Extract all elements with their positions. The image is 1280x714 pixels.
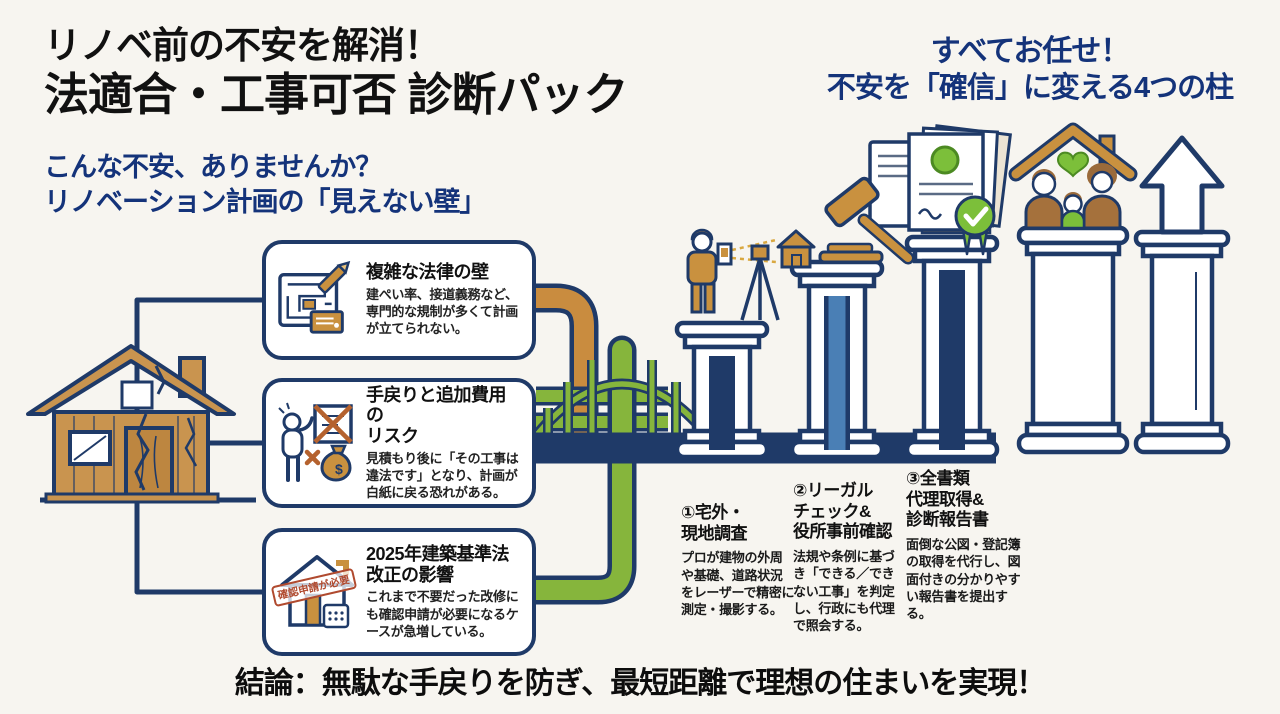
house-approval-stamp-icon: 確認申請が必要 bbox=[270, 551, 358, 633]
pillar-4 bbox=[1016, 225, 1130, 455]
problem-1-body: 建ぺい率、接道義務など、専門的な規制が多くて計画が立てられない。 bbox=[366, 287, 519, 337]
problem-box-2025-law: 確認申請が必要 2025年建築基準法 改正の影響 これまで不要だった改修にも確認… bbox=[262, 528, 536, 656]
step-3-label: ③全書類 代理取得& 診断報告書 bbox=[906, 469, 989, 530]
step-3-documents-report: ③全書類 代理取得& 診断報告書 面倒な公図・登記簿の取得を代行し、図面付きの分… bbox=[906, 469, 1024, 622]
surveyor-tripod-house-icon bbox=[686, 228, 816, 321]
right-title-line1: すべてお任せ！ bbox=[930, 35, 1131, 68]
problem-3-body: これまで不要だった改修にも確認申請が必要になるケースが急増している。 bbox=[366, 589, 519, 639]
confused-person-rejected-plan-money-icon: $ bbox=[276, 400, 358, 486]
gavel-document-courthouse-icon bbox=[818, 140, 992, 265]
page-title-line2: 法適合・工事可否 診断パック bbox=[44, 69, 629, 121]
problem-3-title: 2025年建築基準法 改正の影響 bbox=[366, 544, 510, 585]
step-1-site-survey: ①宅外・ 現地調査 プロが建物の外周や基礎、道路状況をレーザーで精密に測定・撮影… bbox=[681, 503, 795, 618]
pillar-risers bbox=[709, 270, 965, 450]
step-2-label: ②リーガル チェック& 役所事前確認 bbox=[793, 481, 893, 542]
green-pipe-tower bbox=[521, 335, 637, 605]
step-3-body: 面倒な公図・登記簿の取得を代行し、図面付きの分かりやすい報告書を提出する。 bbox=[906, 537, 1021, 621]
orange-pipe bbox=[536, 283, 599, 438]
step-1-body: プロが建物の外周や基礎、道路状況をレーザーで精密に測定・撮影する。 bbox=[681, 550, 795, 617]
problem-2-body: 見積もり後に「その工事は違法です」となり、計画が白紙に戻る恐れがある。 bbox=[366, 450, 519, 501]
pillar-2 bbox=[789, 259, 885, 460]
suspension-bridge-pipes-icon bbox=[523, 360, 721, 452]
page-title-line1: リノベ前の不安を解消！ bbox=[44, 25, 441, 66]
family-home-heart-icon bbox=[1008, 122, 1138, 230]
certificates-ribbon-check-icon bbox=[907, 124, 1013, 256]
step-2-body: 法規や条例に基づき「できる／できない工事」を判定し、行政にも代理で照会する。 bbox=[793, 549, 895, 633]
page-title: リノベ前の不安を解消！ 法適合・工事可否 診断パック bbox=[44, 24, 629, 122]
blueprint-pencil-icon bbox=[276, 261, 358, 339]
pillar-5 bbox=[1133, 229, 1231, 455]
upward-arrow-icon bbox=[1139, 135, 1225, 235]
pillar-3 bbox=[904, 234, 1000, 460]
conclusion-text: 結論：無駄な手戻りを防ぎ、最短距離で理想の住まいを実現！ bbox=[234, 667, 1047, 700]
pillar-1 bbox=[674, 320, 770, 460]
problem-box-legal-wall: 複雑な法律の壁 建ぺい率、接道義務など、専門的な規制が多くて計画が立てられない。 bbox=[262, 240, 536, 360]
intro-heading: こんな不安、ありませんか？ リノベーション計画の「見えない壁」 bbox=[44, 150, 486, 220]
connector-lines bbox=[40, 297, 262, 595]
intro-line2: リノベーション計画の「見えない壁」 bbox=[44, 187, 486, 218]
svg-text:$: $ bbox=[335, 461, 343, 477]
deck-pipes bbox=[536, 386, 668, 458]
cracked-old-house-icon bbox=[26, 344, 236, 504]
problem-2-title: 手戻りと追加費用の リスク bbox=[366, 384, 507, 447]
step-2-legal-check: ②リーガル チェック& 役所事前確認 法規や条例に基づき「できる／できない工事」… bbox=[793, 481, 907, 634]
intro-line1: こんな不安、ありませんか？ bbox=[44, 152, 382, 182]
right-title-line2: 不安を「確信」に変える4つの柱 bbox=[826, 71, 1234, 104]
problem-box-rework-risk: $ 手戻りと追加費用の リスク 見積もり後に「その工事は違法です」となり、計画が… bbox=[262, 378, 536, 508]
step-1-label: ①宅外・ 現地調査 bbox=[681, 503, 748, 543]
right-title: すべてお任せ！ 不安を「確信」に変える4つの柱 bbox=[806, 34, 1254, 106]
pillars bbox=[674, 225, 1231, 460]
problem-1-title: 複雑な法律の壁 bbox=[366, 262, 489, 283]
